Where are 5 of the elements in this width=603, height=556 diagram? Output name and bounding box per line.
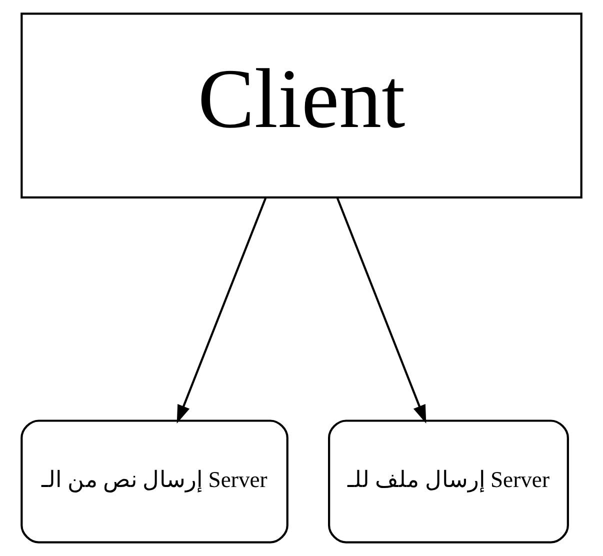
arrow [336,197,426,424]
node-box: إرسال ملف للـ Server [328,420,569,544]
arrow [176,197,267,424]
node-box: Client [20,12,582,198]
node-box: إرسال نص من الـ Server [20,420,288,544]
